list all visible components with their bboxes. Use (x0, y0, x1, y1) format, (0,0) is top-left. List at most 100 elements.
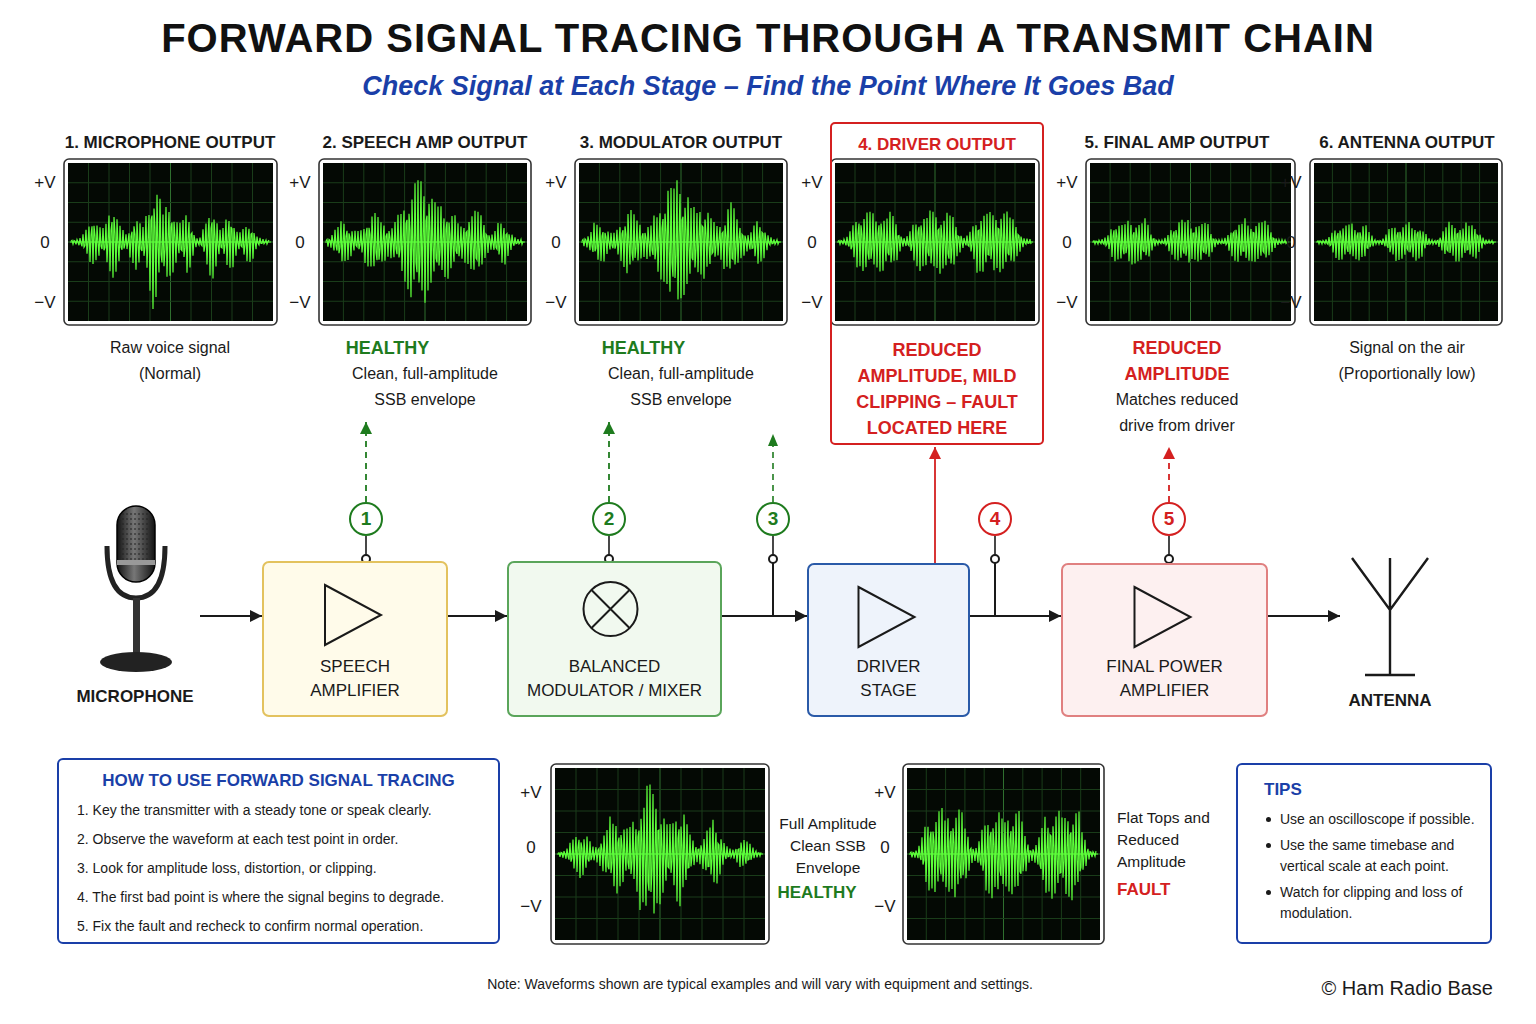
path-shape (71, 195, 269, 309)
axis-label: −V (545, 293, 566, 313)
callout-number: 1 (351, 504, 381, 534)
line-shape (994, 563, 996, 616)
line-shape (555, 811, 765, 812)
oscilloscope-screen (1310, 159, 1502, 325)
scope-gap (45, 154, 295, 335)
scope-panel: 1. MICROPHONE OUTPUTRaw voice signal (No… (45, 122, 295, 420)
scope-gap (1309, 154, 1505, 335)
rect-shape (1086, 159, 1295, 325)
line-shape (122, 549, 150, 550)
block-label: MICROPHONE (76, 685, 193, 709)
rect-shape (1090, 163, 1291, 321)
callout-number: 3 (756, 502, 790, 536)
line-shape (1090, 301, 1291, 302)
axis-label: 0 (295, 233, 304, 253)
box-item: 3. Look for amplitude loss, distortion, … (77, 854, 480, 883)
axis-label: +V (34, 173, 55, 193)
path-shape (326, 180, 523, 302)
scope-gap (300, 154, 550, 335)
line-shape (1314, 182, 1498, 183)
rect-shape (575, 159, 787, 325)
line-shape (907, 789, 1100, 790)
path-shape (1093, 218, 1287, 264)
callout-number: 3 (758, 504, 788, 534)
path-shape (325, 585, 381, 645)
rect-shape (551, 764, 769, 944)
scope-panel: 3. MODULATOR OUTPUTHEALTHYClean, full-am… (556, 122, 806, 420)
line-shape (68, 182, 273, 183)
tips-box: TIPSUse an oscilloscope if possible.Use … (1236, 763, 1492, 944)
panel-heading: 5. FINAL AMP OUTPUT (1062, 132, 1292, 154)
test-point-stubs (362, 434, 1173, 616)
line-shape (907, 918, 1100, 919)
line-shape (1090, 222, 1291, 223)
path-shape (910, 808, 1096, 900)
path-shape (1135, 587, 1191, 647)
line-shape (122, 514, 150, 515)
oscilloscope-screen (319, 159, 531, 325)
circle-shape (1165, 555, 1173, 563)
line-shape (323, 182, 527, 183)
line-shape (122, 534, 150, 535)
amplifier-symbol (264, 563, 442, 663)
axis-label: 0 (526, 838, 535, 858)
scope-caption: Flat Tops and Reduced Amplitude (1117, 807, 1229, 873)
line-shape (323, 202, 527, 203)
scope-gap (1062, 154, 1292, 335)
process-box: DRIVER STAGE (807, 563, 970, 717)
antenna-symbol (1340, 552, 1440, 682)
process-box: BALANCED MODULATOR / MIXER (507, 561, 722, 717)
scope-panel: 5. FINAL AMP OUTPUTREDUCED AMPLITUDEMatc… (1062, 122, 1292, 445)
block-label: SPEECH AMPLIFIER (299, 655, 411, 703)
line-shape (1314, 301, 1498, 302)
callout-number: 2 (594, 504, 624, 534)
panel-description: Clean, full-amplitude SSB envelope (338, 361, 513, 413)
antenna: ANTENNA (1340, 552, 1440, 717)
panel-description: REDUCED AMPLITUDE (1102, 335, 1252, 387)
microphone-icon (70, 498, 200, 678)
amplifier-symbol (1063, 565, 1262, 665)
circle-shape (769, 555, 777, 563)
oscilloscope-screen (903, 764, 1104, 944)
panel-heading: 6. ANTENNA OUTPUT (1309, 132, 1505, 154)
path-shape (582, 180, 779, 299)
callout-number: 2 (592, 502, 626, 536)
rect-shape (835, 163, 1035, 321)
line-shape (1090, 182, 1291, 183)
microphone: MICROPHONE (70, 498, 200, 713)
scope-panel: 4. DRIVER OUTPUTREDUCED AMPLITUDE, MILD … (830, 122, 1044, 445)
callout-number: 5 (1152, 502, 1186, 536)
signal-connector (934, 447, 936, 563)
bullet-dot (1266, 890, 1271, 895)
box-heading: HOW TO USE FORWARD SIGNAL TRACING (77, 768, 480, 794)
line-shape (907, 811, 1100, 812)
path-shape (107, 546, 165, 598)
panel-heading: 4. DRIVER OUTPUT (832, 134, 1042, 156)
line-shape (994, 536, 996, 555)
path-shape (592, 590, 630, 628)
line-shape (122, 539, 150, 540)
block-label: FINAL POWER AMPLIFIER (1077, 655, 1252, 703)
line-shape (835, 281, 1035, 282)
callout-number: 1 (349, 502, 383, 536)
line-shape (323, 222, 527, 223)
rect-shape (903, 764, 1104, 944)
line-shape (1314, 281, 1498, 282)
axis-label: 0 (40, 233, 49, 253)
path-shape (859, 587, 915, 647)
axis-label: +V (545, 173, 566, 193)
box-item: 2. Observe the waveform at each test poi… (77, 825, 480, 854)
rect-shape (831, 159, 1039, 325)
status-label: HEALTHY (777, 883, 856, 903)
circle-shape (991, 555, 999, 563)
rect-shape (68, 163, 273, 321)
axis-label: −V (1056, 293, 1077, 313)
path-shape (838, 211, 1031, 274)
path-shape (768, 434, 778, 446)
panel-heading: 2. SPEECH AMP OUTPUT (300, 132, 550, 154)
scope-panel: 6. ANTENNA OUTPUTSignal on the air (Prop… (1309, 122, 1505, 420)
callout-number: 5 (1154, 504, 1184, 534)
scope-gap (556, 154, 806, 335)
amplifier-symbol (809, 565, 964, 665)
line-shape (1168, 536, 1170, 555)
